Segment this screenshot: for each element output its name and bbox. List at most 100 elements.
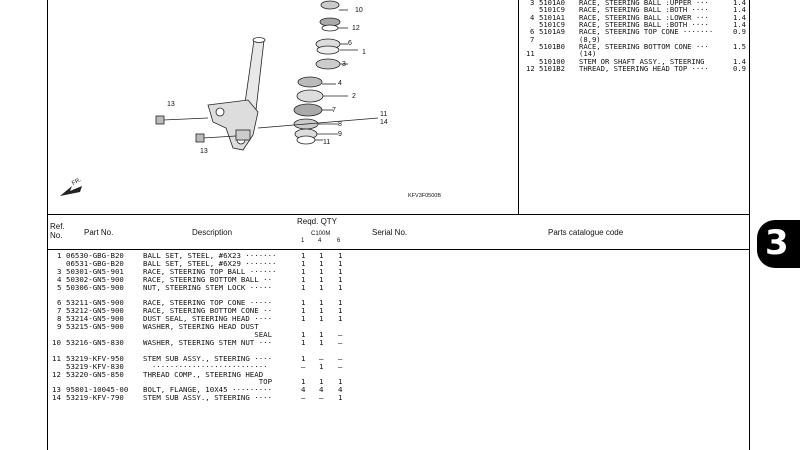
- callout-3: 3: [342, 61, 346, 68]
- callout-10: 10: [355, 7, 363, 14]
- row-ref: 12: [52, 369, 61, 379]
- divider-header-bottom: [47, 249, 750, 250]
- callout-6: 6: [348, 40, 352, 47]
- row-qty-4: 1: [319, 258, 324, 268]
- header-reqd-qty: Reqd. QTY: [297, 217, 338, 226]
- row-qty-1: 1: [301, 266, 306, 276]
- row-ref: 10: [52, 337, 61, 347]
- reference-desc: RACE, STEERING BALL :LOWER ···: [579, 12, 709, 22]
- header-ref: Ref. No.: [50, 222, 65, 240]
- figure-code: KFV3F0500B: [408, 193, 442, 199]
- header-col-4: 4: [318, 238, 322, 244]
- row-description: RACE, STEERING BOTTOM BALL ··: [143, 274, 273, 284]
- reference-part: 5101B0: [539, 42, 565, 52]
- row-qty-1: 1: [301, 251, 306, 260]
- row-qty-6: –: [338, 361, 343, 371]
- row-qty-4: –: [319, 393, 324, 403]
- row-qty-6: 1: [338, 393, 343, 403]
- reference-ref: 3: [530, 0, 535, 7]
- row-part-no: 53219-KFV-830: [66, 361, 124, 371]
- row-part-no: 53219-KFV-950: [66, 353, 124, 363]
- row-qty-1: 1: [301, 353, 306, 363]
- row-qty-1: 1: [301, 377, 306, 387]
- row-qty-1: 1: [301, 258, 306, 268]
- row-qty-6: 1: [338, 251, 343, 260]
- reference-desc: RACE, STEERING BOTTOM CONE ···: [579, 42, 709, 52]
- row-qty-4: 1: [319, 251, 324, 260]
- reference-part: 5101A0: [539, 0, 565, 7]
- row-qty-4: 1: [319, 274, 324, 284]
- callout-13-top: 13: [167, 101, 175, 108]
- row-ref: 8: [57, 314, 62, 324]
- row-ref: 6: [57, 298, 62, 308]
- row-qty-4: 1: [319, 337, 324, 347]
- row-ref: 5: [57, 282, 62, 292]
- row-ref: 1: [57, 251, 62, 260]
- divider-header-top: [47, 214, 750, 215]
- row-qty-1: 1: [301, 337, 306, 347]
- callout-12: 12: [352, 25, 360, 32]
- reference-qty: 1.4: [733, 12, 746, 22]
- row-description: RACE, STEERING BOTTOM CONE ··: [143, 306, 273, 316]
- callout-11-lower: 11: [323, 139, 331, 146]
- reference-qty: 1.4: [733, 20, 746, 30]
- row-qty-6: 1: [338, 258, 343, 268]
- reference-ref: 12: [526, 64, 535, 74]
- divider-vertical: [518, 0, 519, 214]
- row-ref: 7: [57, 306, 62, 316]
- row-description: NUT, STEERING STEM LOCK ·····: [143, 282, 273, 292]
- reference-part: 5101C9: [539, 5, 565, 15]
- reference-desc: (14): [579, 49, 597, 59]
- header-model: C100M: [311, 231, 331, 237]
- exploded-diagram: [60, 0, 379, 196]
- row-ref: 14: [52, 393, 61, 403]
- header-part-no: Part No.: [84, 228, 114, 237]
- row-part-no: 53219-KFV-790: [66, 393, 124, 403]
- header-col-1: 1: [301, 238, 305, 244]
- row-qty-4: 1: [319, 266, 324, 276]
- row-qty-1: 1: [301, 298, 306, 308]
- section-tab[interactable]: 3: [757, 220, 800, 268]
- section-tab-label: 3: [765, 223, 789, 263]
- reference-part: 5101C9: [539, 20, 565, 30]
- callout-9: 9: [338, 131, 342, 138]
- row-part-no: 53212-GN5-900: [66, 306, 124, 316]
- row-part-no: 50306-GN5-900: [66, 282, 124, 292]
- row-part-no: 53214-GN5-900: [66, 314, 124, 324]
- header-catalogue: Parts catalogue code: [548, 228, 624, 237]
- callout-13-bottom: 13: [200, 148, 208, 155]
- reference-qty: 0.9: [733, 64, 746, 74]
- reference-part: 5101B2: [539, 64, 565, 74]
- header-description: Description: [192, 228, 233, 237]
- row-qty-4: 1: [319, 330, 324, 339]
- row-qty-1: –: [301, 393, 306, 403]
- reference-ref: 6: [530, 27, 535, 37]
- row-part-no: 53220-GN5-850: [66, 369, 124, 379]
- reference-desc: STEM OR SHAFT ASSY., STEERING: [579, 56, 705, 66]
- reference-ref: 7: [530, 34, 535, 44]
- row-ref: 3: [57, 266, 62, 276]
- row-description: BALL SET, STEEL, #6X23 ·······: [143, 251, 277, 260]
- callout-14: 14: [380, 119, 388, 126]
- row-qty-4: 4: [319, 385, 324, 395]
- reference-qty: 0.9: [733, 27, 746, 37]
- row-part-no: 53215-GN5-900: [66, 322, 124, 332]
- header-col-6: 6: [337, 238, 341, 244]
- row-description: STEM SUB ASSY., STEERING ····: [143, 353, 273, 363]
- row-qty-1: 4: [301, 385, 306, 395]
- reference-qty: 1.5: [733, 42, 746, 52]
- row-qty-6: 1: [338, 274, 343, 284]
- row-qty-6: –: [338, 330, 343, 339]
- row-part-no: 50301-GN5-901: [66, 266, 124, 276]
- row-ref: 13: [52, 385, 61, 395]
- row-description: DUST SEAL, STEERING HEAD ····: [143, 314, 273, 324]
- row-description: ··························: [143, 361, 268, 371]
- reference-ref: 11: [526, 49, 535, 59]
- row-qty-6: –: [338, 353, 343, 363]
- row-qty-6: 1: [338, 266, 343, 276]
- front-arrow-icon: [60, 186, 82, 196]
- row-qty-1: –: [301, 361, 306, 371]
- row-part-no: 95801-10045-00: [66, 385, 129, 395]
- row-qty-1: 1: [301, 282, 306, 292]
- callout-4: 4: [338, 80, 342, 87]
